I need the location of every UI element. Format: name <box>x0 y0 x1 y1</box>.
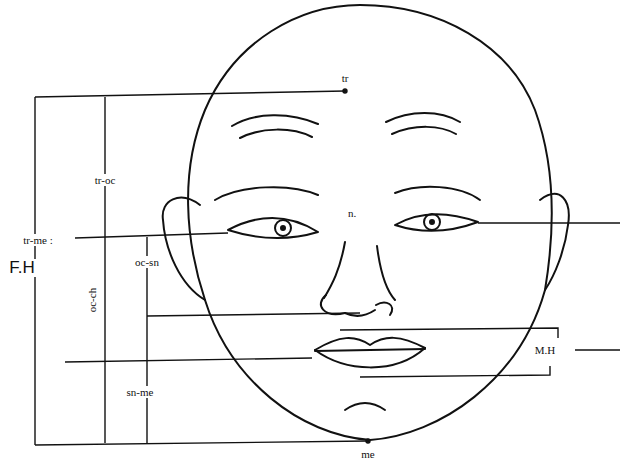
brow-line <box>392 127 456 134</box>
ch-line <box>65 358 312 362</box>
left-iris <box>275 220 291 236</box>
right-pupil <box>430 220 434 224</box>
measurement-label: tr-oc <box>93 174 118 186</box>
measurement-label: tr <box>340 72 351 84</box>
landmark-dot <box>343 89 347 93</box>
measurement-label: oc-ch <box>86 286 98 314</box>
sn-line <box>147 313 360 316</box>
tr-me-line <box>104 97 105 443</box>
measure-lines <box>35 89 620 445</box>
measurement-label: oc-sn <box>133 256 161 268</box>
brow-line <box>386 113 460 122</box>
measurement-label: sn-me <box>125 386 156 398</box>
left-pupil <box>281 226 285 230</box>
measurement-label: me <box>359 448 376 460</box>
right-ear <box>540 194 569 290</box>
chin-mark <box>345 403 385 410</box>
mh-line <box>575 349 620 350</box>
upper-lip <box>315 338 425 350</box>
mouth-line <box>315 349 425 351</box>
brow-line <box>232 115 318 126</box>
landmark-dot <box>366 439 370 443</box>
left-eye <box>228 218 318 238</box>
measurement-label: M.H <box>533 344 557 356</box>
oc-line <box>478 222 620 223</box>
measurement-label: tr-me : <box>21 234 54 246</box>
brow-line <box>240 130 312 138</box>
right-eye <box>395 214 478 231</box>
lower-lip <box>315 348 425 367</box>
nose-line <box>324 242 345 298</box>
right-iris <box>424 214 440 230</box>
me-line <box>35 441 368 445</box>
tr-line <box>35 91 345 97</box>
left-ear <box>163 198 205 300</box>
mh-line <box>360 366 550 377</box>
nostril <box>321 295 345 314</box>
measurement-label: n. <box>346 207 358 219</box>
measurement-label: F.H <box>7 259 37 278</box>
nostril <box>376 303 392 315</box>
left-eyebrow <box>215 187 318 200</box>
nose-line <box>377 246 395 300</box>
oc-line <box>75 233 228 238</box>
mh-line <box>340 328 558 338</box>
right-eyebrow <box>395 187 480 200</box>
